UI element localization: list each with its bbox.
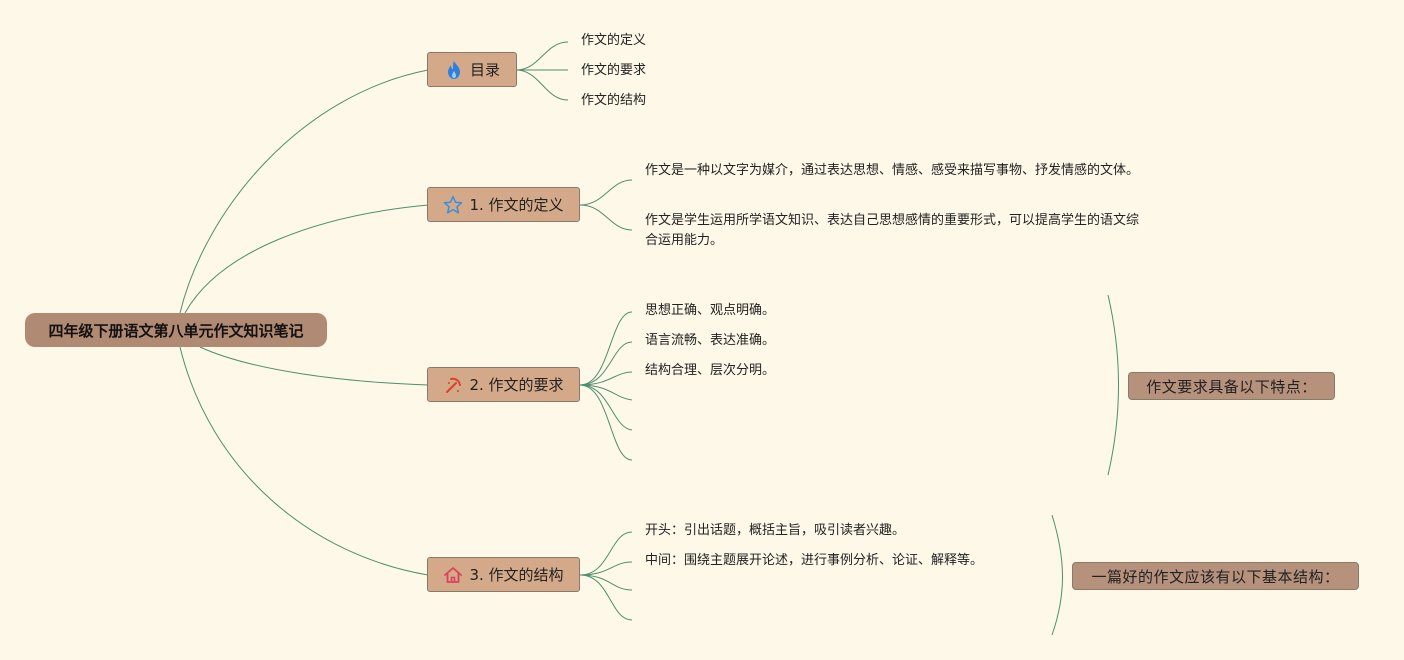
- requirement-item-1[interactable]: 思想正确、观点明确。: [645, 303, 776, 318]
- link-root-structure: [179, 346, 429, 576]
- branch-structure-label: 3. 作文的结构: [469, 566, 564, 584]
- summary-structure-label: 一篇好的作文应该有以下基本结构：: [1091, 567, 1340, 586]
- link-req-3: [579, 371, 633, 386]
- house-icon: [443, 565, 463, 585]
- link-toc-3: [515, 69, 569, 101]
- link-root-requirements: [199, 346, 429, 386]
- link-root-toc: [179, 69, 429, 314]
- summary-requirements[interactable]: 作文要求具备以下特点：: [1128, 372, 1335, 400]
- link-def-2: [579, 204, 633, 231]
- link-toc-1: [515, 41, 569, 71]
- star-icon: [443, 195, 463, 215]
- root-topic[interactable]: 四年级下册语文第八单元作文知识笔记: [25, 313, 327, 347]
- link-str-4: [579, 574, 633, 621]
- link-root-definition: [184, 204, 429, 314]
- summary-structure[interactable]: 一篇好的作文应该有以下基本结构：: [1072, 562, 1359, 590]
- branch-requirements[interactable]: 2. 作文的要求: [427, 367, 580, 402]
- link-req-2: [579, 341, 633, 386]
- link-str-1: [579, 531, 633, 576]
- requirement-item-2[interactable]: 语言流畅、表达准确。: [645, 333, 776, 348]
- link-req-1: [579, 311, 633, 386]
- pickaxe-icon: [443, 375, 463, 395]
- toc-item-requirements[interactable]: 作文的要求: [581, 63, 647, 78]
- branch-structure[interactable]: 3. 作文的结构: [427, 557, 580, 592]
- link-req-5: [579, 384, 633, 431]
- toc-item-definition[interactable]: 作文的定义: [581, 33, 647, 48]
- link-req-4: [579, 384, 633, 401]
- summary-bracket-structure: [1051, 514, 1063, 636]
- branch-toc-label: 目录: [469, 61, 500, 79]
- requirement-item-3[interactable]: 结构合理、层次分明。: [645, 363, 776, 378]
- structure-item-middle[interactable]: 中间：围绕主题展开论述，进行事例分析、论证、解释等。: [645, 553, 984, 568]
- definition-item-1[interactable]: 作文是一种以文字为媒介，通过表达思想、情感、感受来描写事物、抒发情感的文体。: [645, 163, 1140, 178]
- summary-bracket-requirements: [1107, 294, 1119, 476]
- toc-item-structure[interactable]: 作文的结构: [581, 93, 647, 108]
- branch-requirements-label: 2. 作文的要求: [469, 376, 564, 394]
- link-str-3: [579, 574, 633, 591]
- root-topic-label: 四年级下册语文第八单元作文知识笔记: [48, 321, 304, 340]
- branch-definition-label: 1. 作文的定义: [469, 196, 564, 214]
- link-req-6: [579, 384, 633, 461]
- flame-icon: [444, 60, 464, 80]
- structure-item-opening[interactable]: 开头：引出话题，概括主旨，吸引读者兴趣。: [645, 523, 906, 538]
- summary-requirements-label: 作文要求具备以下特点：: [1146, 377, 1317, 396]
- definition-item-2[interactable]: 作文是学生运用所学语文知识、表达自己思想感情的重要形式，可以提高学生的语文综合运…: [645, 213, 1140, 248]
- link-def-1: [579, 179, 633, 206]
- link-str-2: [579, 561, 633, 576]
- branch-toc[interactable]: 目录: [427, 52, 517, 87]
- branch-definition[interactable]: 1. 作文的定义: [427, 187, 580, 222]
